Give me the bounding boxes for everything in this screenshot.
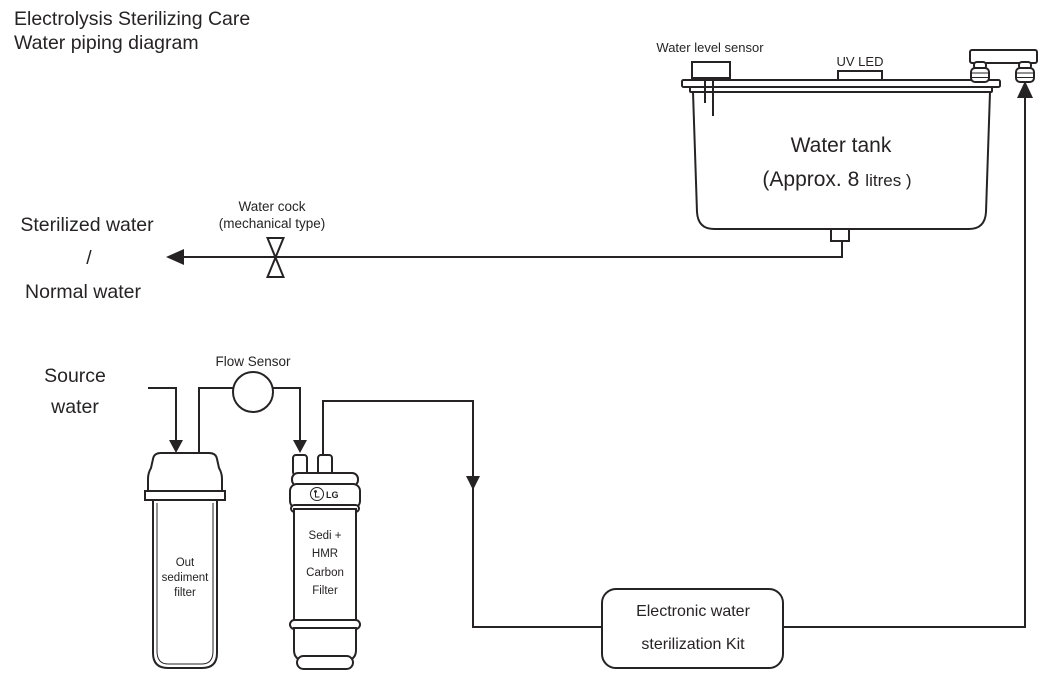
pipe-carbon-to-kit <box>322 400 602 628</box>
tank-fitting-left-icon <box>970 61 990 83</box>
carbon-filter: LG <box>289 454 361 670</box>
kit-label-line2: sterilization Kit <box>641 636 745 653</box>
water-cock-label-line1: Water cock <box>238 199 305 214</box>
tank-fitting-right-icon <box>1015 61 1035 83</box>
pipe-tank-outlet <box>168 240 843 258</box>
pipe-kit-to-tank <box>784 98 1026 628</box>
outlet-label-line3: Normal water <box>25 281 141 303</box>
sediment-filter-body-inner-line <box>156 503 214 665</box>
arrow-into-tank-fitting-icon <box>1017 81 1033 98</box>
flow-sensor-label: Flow Sensor <box>215 354 291 369</box>
sediment-filter <box>144 452 226 669</box>
sediment-filter-cap <box>147 452 223 492</box>
tank-inlet-bracket <box>969 49 1038 83</box>
water-level-sensor-body <box>691 61 731 79</box>
carbon-filter-body <box>293 508 357 623</box>
valve-lower-triangle <box>266 254 285 278</box>
water-cock-valve-icon <box>266 237 285 278</box>
sediment-filter-body <box>152 499 218 669</box>
bracket-bar <box>969 49 1038 64</box>
arrow-outlet-left-icon <box>166 249 184 265</box>
diagram-title-line1: Electrolysis Sterilizing Care <box>14 8 250 30</box>
carbon-filter-bottom-rim <box>296 655 354 670</box>
sediment-filter-label-line2: sediment <box>162 572 209 584</box>
carbon-filter-label-line1: Sedi + <box>309 530 342 542</box>
tank-outlet-nipple <box>830 228 850 242</box>
water-level-sensor <box>691 61 731 116</box>
lg-logo-text: LG <box>326 490 339 500</box>
arrow-into-carbon-filter-icon <box>293 440 307 453</box>
carbon-filter-label-line4: Filter <box>312 585 338 597</box>
pipe-sediment-to-flow-sensor <box>198 387 236 453</box>
sterilization-kit-box <box>601 588 784 669</box>
diagram-labels: Electrolysis Sterilizing Care Water pipi… <box>14 8 912 599</box>
arrow-toward-kit-icon <box>466 476 480 490</box>
water-level-sensor-label: Water level sensor <box>656 40 764 55</box>
uv-led-module <box>837 70 883 81</box>
carbon-filter-label-line2: HMR <box>312 548 338 560</box>
source-water-label-line2: water <box>50 396 99 418</box>
source-water-label-line1: Source <box>44 365 106 387</box>
water-level-sensor-probes <box>704 78 714 116</box>
outlet-label-line1: Sterilized water <box>20 214 154 236</box>
sterilization-kit: Electronic water sterilization Kit <box>601 588 784 669</box>
sediment-filter-label-line1: Out <box>176 557 195 569</box>
water-cock-label-line2: (mechanical type) <box>219 216 326 231</box>
tank-lid <box>681 79 1001 88</box>
sediment-filter-label-line3: filter <box>174 587 196 599</box>
piping <box>148 81 1033 628</box>
pipe-flow-sensor-to-carbon <box>270 387 301 447</box>
kit-label-line1: Electronic water <box>636 603 750 620</box>
carbon-filter-label-line3: Carbon <box>306 567 344 579</box>
diagram-title-line2: Water piping diagram <box>14 32 199 54</box>
water-tank-label: Water tank <box>791 134 892 157</box>
uv-led-label: UV LED <box>837 54 884 69</box>
arrow-into-sediment-filter-icon <box>169 440 183 453</box>
flow-sensor-icon <box>232 371 274 413</box>
outlet-label-line2: / <box>86 247 92 269</box>
lg-logo-icon: LG <box>310 487 339 501</box>
tank-body <box>691 91 992 230</box>
tank-lid-flange <box>689 86 993 93</box>
valve-upper-triangle <box>266 237 285 261</box>
sediment-filter-cap-lip <box>144 490 226 501</box>
pipe-source-to-sediment <box>148 387 177 447</box>
water-tank <box>681 49 1038 242</box>
